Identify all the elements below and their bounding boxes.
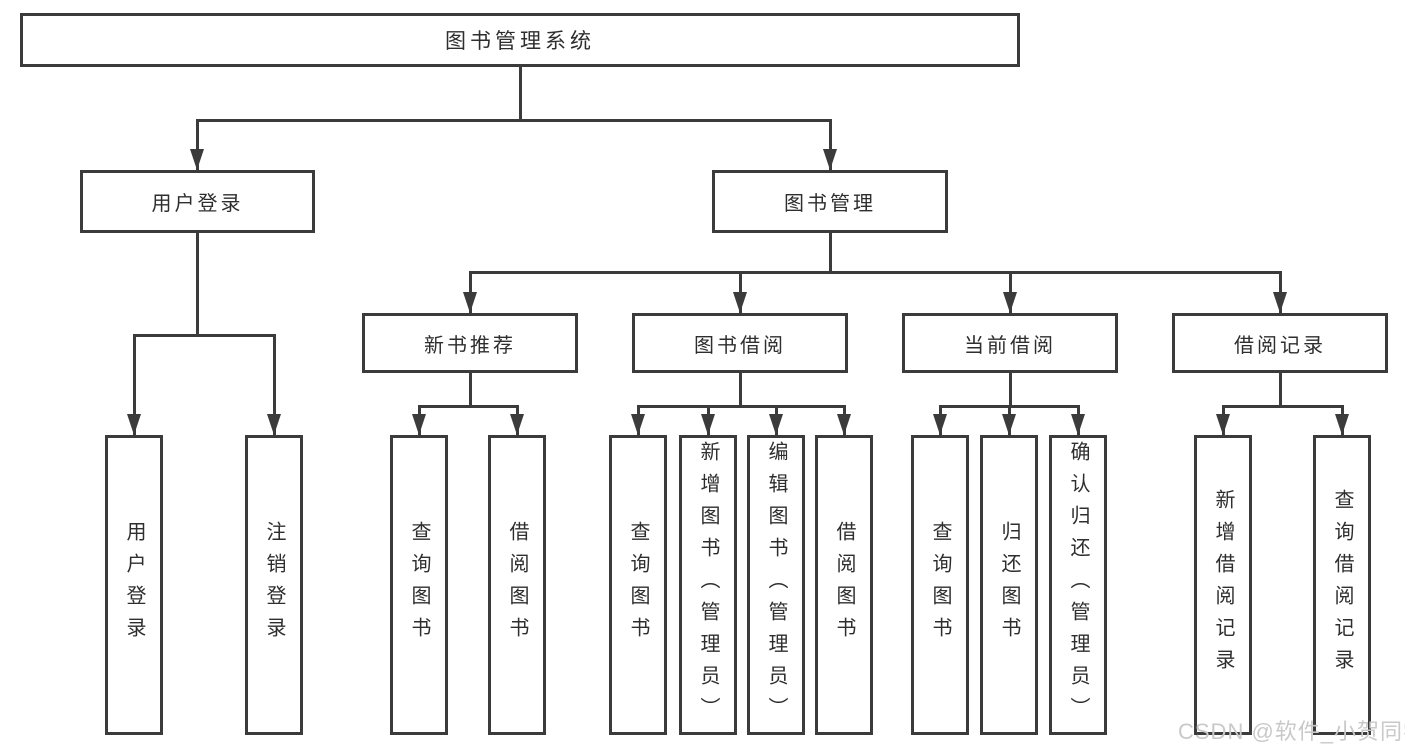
leaf-return-book: 归还图书 <box>980 435 1038 735</box>
node-label: 查询借阅记录 <box>1331 489 1353 681</box>
arrow-down-icon <box>769 414 783 435</box>
node-book-management: 图书管理 <box>712 170 948 233</box>
node-label: 借阅记录 <box>1234 334 1326 357</box>
node-label: 图书管理 <box>784 193 876 215</box>
connector-line <box>1009 373 1012 407</box>
arrow-down-icon <box>463 292 477 313</box>
node-label: 图书借阅 <box>694 334 786 357</box>
connector-line <box>196 119 199 170</box>
connector-line <box>469 373 472 407</box>
leaf-confirm-return-admin: 确认归还（管理员） <box>1049 435 1107 735</box>
node-label: 借阅图书 <box>833 521 855 649</box>
node-label: 编辑图书（管理员） <box>765 441 787 729</box>
node-borrow-records: 借阅记录 <box>1172 313 1388 373</box>
connector-line <box>519 67 522 121</box>
leaf-logout: 注销登录 <box>245 435 303 735</box>
arrow-down-icon <box>190 149 204 170</box>
arrow-down-icon <box>1002 414 1016 435</box>
node-new-book-recommend: 新书推荐 <box>362 313 578 373</box>
leaf-edit-book-admin: 编辑图书（管理员） <box>747 435 805 735</box>
leaf-borrow-books-recommend: 借阅图书 <box>488 435 546 735</box>
leaf-query-borrow-record: 查询借阅记录 <box>1313 435 1371 735</box>
leaf-borrow-books: 借阅图书 <box>815 435 873 735</box>
connector-line <box>196 233 199 336</box>
connector-line <box>273 334 276 435</box>
node-label: 查询图书 <box>408 521 430 649</box>
arrow-down-icon <box>1216 414 1230 435</box>
node-library-system: 图书管理系统 <box>20 13 1020 67</box>
arrow-down-icon <box>267 414 281 435</box>
arrow-down-icon <box>631 414 645 435</box>
leaf-add-borrow-record: 新增借阅记录 <box>1194 435 1252 735</box>
node-user-login: 用户登录 <box>80 170 315 233</box>
arrow-down-icon <box>1071 414 1085 435</box>
node-label: 新书推荐 <box>424 334 516 357</box>
connector-line <box>418 405 519 408</box>
arrow-down-icon <box>837 414 851 435</box>
arrow-down-icon <box>733 292 747 313</box>
connector-line <box>829 119 832 170</box>
arrow-down-icon <box>701 414 715 435</box>
connector-line <box>829 233 832 273</box>
watermark: CSDN @软件_小贺同学 <box>1178 719 1405 744</box>
arrow-down-icon <box>823 149 837 170</box>
connector-line <box>1279 373 1282 407</box>
node-label: 用户登录 <box>151 193 244 215</box>
connector-line <box>1222 405 1343 408</box>
node-label: 注销登录 <box>263 521 285 649</box>
leaf-query-books-current: 查询图书 <box>911 435 969 735</box>
arrow-down-icon <box>510 414 524 435</box>
arrow-down-icon <box>1335 414 1349 435</box>
connector-line <box>739 373 742 407</box>
node-label: 新增借阅记录 <box>1212 489 1234 681</box>
node-current-borrow: 当前借阅 <box>902 313 1118 373</box>
node-label: 图书管理系统 <box>445 30 595 53</box>
leaf-query-books-borrow: 查询图书 <box>609 435 667 735</box>
node-book-borrow: 图书借阅 <box>632 313 848 373</box>
node-label: 借阅图书 <box>506 521 528 649</box>
arrow-down-icon <box>933 414 947 435</box>
node-label: 查询图书 <box>929 521 951 649</box>
node-label: 查询图书 <box>627 521 649 649</box>
arrow-down-icon <box>412 414 426 435</box>
arrow-down-icon <box>1273 292 1287 313</box>
node-label: 归还图书 <box>998 521 1020 649</box>
connector-line <box>637 405 846 408</box>
connector-line <box>133 334 136 435</box>
node-label: 确认归还（管理员） <box>1067 441 1089 729</box>
leaf-add-book-admin: 新增图书（管理员） <box>679 435 737 735</box>
arrow-down-icon <box>127 414 141 435</box>
node-label: 新增图书（管理员） <box>697 441 719 729</box>
arrow-down-icon <box>1003 292 1017 313</box>
node-label: 用户登录 <box>123 521 145 649</box>
node-label: 当前借阅 <box>964 334 1056 357</box>
connector-line <box>196 119 832 122</box>
connector-line <box>133 334 276 337</box>
leaf-user-login: 用户登录 <box>105 435 163 735</box>
leaf-query-books-recommend: 查询图书 <box>390 435 448 735</box>
connector-line <box>469 271 1281 274</box>
